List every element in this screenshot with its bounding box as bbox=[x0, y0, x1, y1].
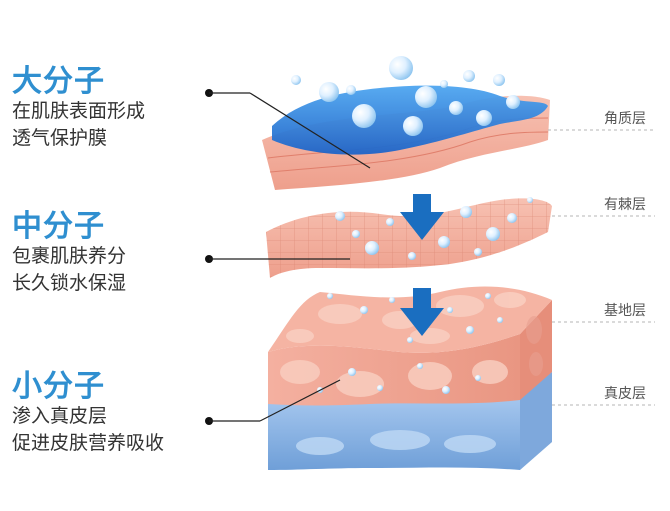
desc-line: 透气保护膜 bbox=[12, 127, 108, 149]
spinous-layer bbox=[266, 198, 552, 278]
layer-label-stratum-corneum: 角质层 bbox=[604, 111, 646, 127]
arrow-down-icon bbox=[400, 194, 444, 240]
arrow-down-icon bbox=[400, 288, 444, 336]
medium-molecule-title: 中分子 bbox=[12, 209, 105, 244]
small-molecule-title: 小分子 bbox=[12, 369, 105, 404]
desc-line: 长久锁水保湿 bbox=[12, 272, 127, 294]
small-molecule-bubbles bbox=[317, 293, 503, 394]
medium-molecule-desc: 包裹肌肤养分 长久锁水保湿 bbox=[12, 243, 126, 297]
desc-line: 渗入真皮层 bbox=[12, 405, 108, 427]
layer-label-basal: 基地层 bbox=[604, 303, 646, 319]
small-molecule-desc: 渗入真皮层 促进皮肤营养吸收 bbox=[12, 403, 164, 457]
callout-small bbox=[205, 379, 341, 425]
desc-line: 促进皮肤营养吸收 bbox=[12, 432, 165, 454]
callout-medium bbox=[205, 255, 350, 263]
desc-line: 在肌肤表面形成 bbox=[12, 100, 146, 122]
basal-front bbox=[268, 334, 520, 406]
layer-label-dermis: 真皮层 bbox=[604, 386, 646, 402]
medium-molecule-bubbles bbox=[335, 197, 533, 260]
layer-label-spinous: 有棘层 bbox=[604, 197, 646, 213]
large-molecule-bubbles bbox=[291, 56, 520, 136]
desc-line: 包裹肌肤养分 bbox=[12, 245, 127, 267]
large-molecule-title: 大分子 bbox=[12, 64, 105, 99]
callout-large bbox=[205, 89, 371, 169]
large-molecule-desc: 在肌肤表面形成 透气保护膜 bbox=[12, 98, 145, 152]
